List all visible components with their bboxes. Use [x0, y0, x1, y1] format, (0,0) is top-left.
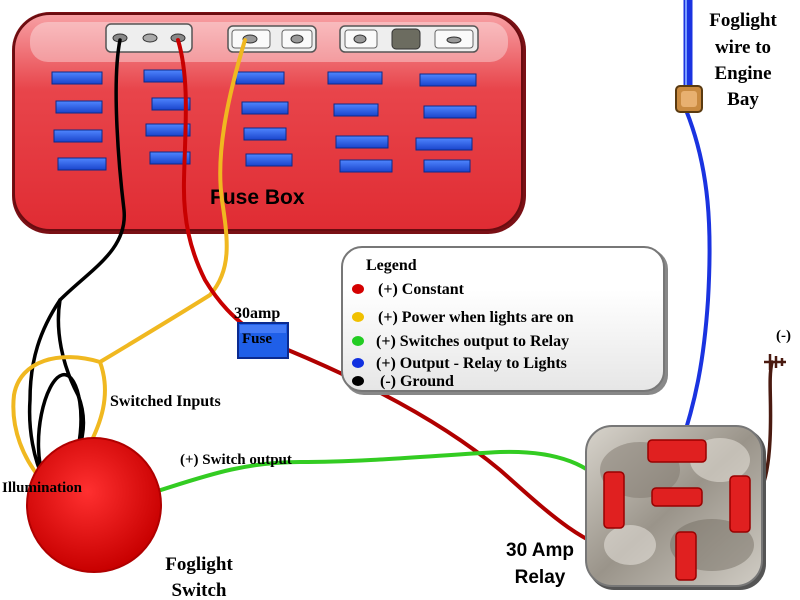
relay-pin-center	[651, 487, 703, 507]
legend-item-label: (-) Ground	[380, 373, 454, 390]
legend-swatch	[352, 358, 364, 368]
legend-swatch	[352, 376, 364, 386]
constant-wire-to-fuse	[176, 38, 247, 328]
fuse-slot	[53, 129, 103, 143]
relay	[585, 425, 766, 590]
fuse-slot	[51, 71, 103, 85]
foglight-switch-label-line-2: Switch	[172, 580, 227, 600]
fuse-slot	[243, 127, 287, 141]
fuse-slot	[423, 105, 477, 119]
legend-swatch	[352, 284, 364, 294]
fuse-slot	[235, 71, 285, 85]
fuse-box-connector-2	[227, 25, 317, 53]
switch-output-label: (+) Switch output	[180, 452, 292, 468]
fuse-slot	[143, 69, 185, 83]
ground-label: (-)	[776, 328, 791, 344]
legend-item-label: (+) Output - Relay to Lights	[376, 355, 567, 372]
legend-box	[341, 246, 665, 392]
relay-label-line-2: Relay	[515, 567, 566, 588]
fuse-slot	[423, 159, 471, 173]
lights-on-wire-branch	[86, 360, 107, 450]
foglight-wire-label-line-2: wire to	[715, 37, 771, 58]
foglight-wire-label-line-4: Bay	[727, 89, 759, 110]
switched-inputs-label: Switched Inputs	[110, 393, 221, 410]
fuse-slot	[339, 159, 393, 173]
relay-pin-87	[647, 439, 707, 463]
lights-on-wire	[11, 38, 247, 480]
fuse-slot	[327, 71, 383, 85]
foglight-switch	[26, 437, 162, 573]
legend-title: Legend	[366, 257, 417, 274]
fuse-box: Fuse Box	[12, 12, 526, 234]
fuse-label: Fuse	[242, 331, 272, 347]
relay-output-wire	[678, 108, 712, 450]
legend: Legend (+) Constant (+) Power when lights…	[341, 246, 668, 395]
foglight-switch-label-line-1: Foglight	[165, 554, 233, 575]
legend-item-label: (+) Constant	[378, 281, 465, 298]
legend-item-label: (+) Power when lights are on	[378, 309, 574, 326]
fuse-slot-grid	[51, 69, 477, 173]
ground-wire	[27, 38, 126, 482]
relay-pin-30	[675, 531, 697, 581]
fuse-slot	[245, 153, 293, 167]
fuse-box-connector-3	[339, 25, 479, 53]
fuse-slot	[55, 100, 103, 114]
fuse-slot	[145, 123, 191, 137]
fuse-slot	[415, 137, 473, 151]
fuse-30amp: 30amp Fuse	[234, 305, 289, 359]
switch-output-wire	[146, 449, 614, 496]
fuse-slot	[57, 157, 107, 171]
foglight-wire-label-line-3: Engine	[714, 63, 771, 84]
relay-pin-85	[729, 475, 751, 533]
fuse-slot	[241, 101, 289, 115]
relay-label: 30 Amp Relay	[506, 540, 574, 588]
fuse-box-label: Fuse Box	[210, 186, 305, 209]
legend-swatch	[352, 312, 364, 322]
fuse-box-connector-1	[105, 23, 193, 53]
fuse-slot	[335, 135, 389, 149]
fuse-amp-label: 30amp	[234, 305, 280, 322]
illumination-label: Illumination	[2, 480, 83, 496]
legend-item-label: (+) Switches output to Relay	[376, 333, 569, 350]
ground-symbol	[764, 354, 786, 370]
ground-wire-loop	[36, 373, 83, 482]
foglight-wire-label-line-1: Foglight	[709, 10, 777, 31]
foglight-wire-label: Foglight wire to Engine Bay	[709, 10, 777, 110]
fuse-box-body	[13, 13, 523, 231]
switch-body	[26, 437, 162, 573]
fuse-slot	[419, 73, 477, 87]
foglight-connector	[675, 85, 703, 113]
foglight-switch-label: Foglight Switch	[165, 554, 233, 600]
relay-label-line-1: 30 Amp	[506, 540, 574, 561]
legend-items: (+) Constant (+) Power when lights are on…	[352, 281, 574, 390]
relay-pin-86	[603, 471, 625, 529]
fuse-slot	[151, 97, 191, 111]
legend-swatch	[352, 336, 364, 346]
fuse-slot	[149, 151, 191, 165]
fuse-slot	[333, 103, 379, 117]
